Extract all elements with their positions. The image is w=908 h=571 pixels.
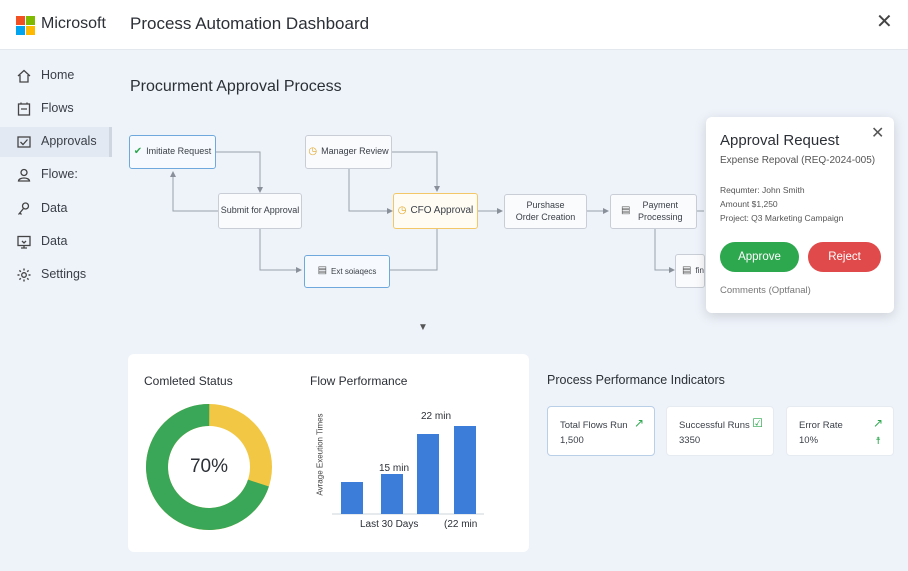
sidebar-item-approvals[interactable]: Approvals <box>0 127 112 157</box>
sidebar-item-label: Settings <box>41 267 87 281</box>
node-purchase-order-creation[interactable]: Purshase Order Creation <box>504 194 587 229</box>
sidebar-item-label: Approvals <box>41 134 97 148</box>
bar-2 <box>381 474 403 514</box>
node-submit-for-approval[interactable]: Submit for Approval <box>218 193 302 229</box>
node-label: Purshase Order Creation <box>515 200 576 222</box>
clock-icon: ◷ <box>397 204 407 216</box>
home-icon <box>17 69 31 83</box>
brand-name: Microsoft <box>41 15 106 32</box>
close-window-button[interactable]: ✕ <box>876 11 893 33</box>
kpi-label: Total Flows Run <box>560 420 628 431</box>
flows-icon <box>17 102 31 116</box>
process-title: Procurment Approval Process <box>130 78 342 95</box>
donut-complete-arc <box>146 404 272 530</box>
user-icon <box>17 168 31 182</box>
node-payment-processing[interactable]: ▤ Payment Processing <box>610 194 697 229</box>
chart-check-icon: ☑ <box>752 416 763 430</box>
x-label-last-30-days: Last 30 Days <box>360 519 419 530</box>
sidebar: Home Flows Approvals Flowe: Data Data Se… <box>0 50 112 571</box>
completed-status-title: Comleted Status <box>144 374 233 388</box>
completed-percent-label: 70% <box>189 456 229 477</box>
requester-text: Requmter: John Smith <box>720 185 805 195</box>
person-icon: ☨ <box>875 436 881 447</box>
sidebar-item-flows[interactable]: Flows <box>0 94 112 124</box>
project-text: Project: Q3 Marketing Campaign <box>720 213 844 223</box>
document-icon: ▤ <box>317 265 328 277</box>
node-label: Manager Review <box>321 146 389 157</box>
monitor-icon <box>17 235 31 249</box>
sidebar-item-settings[interactable]: Settings <box>0 260 112 290</box>
approval-request-popup: Approval Request ✕ Expense Repoval (REQ-… <box>706 117 894 313</box>
approve-button[interactable]: Approve <box>720 242 799 272</box>
bar-1 <box>341 482 363 514</box>
expand-chevron-icon[interactable]: ▼ <box>418 322 428 333</box>
amount-text: Amount $1,250 <box>720 199 778 209</box>
kpi-value: 10% <box>799 435 819 446</box>
sidebar-item-flowe[interactable]: Flowe: <box>0 160 112 190</box>
popup-close-button[interactable]: ✕ <box>871 125 885 142</box>
node-partial[interactable]: ▤ fin <box>675 254 705 288</box>
popup-subtitle: Expense Repoval (REQ-2024-005) <box>720 155 876 166</box>
document-icon: ▤ <box>621 205 631 217</box>
bar-data-label-22: 22 min <box>421 411 452 422</box>
app-title: Process Automation Dashboard <box>130 14 370 33</box>
reject-button[interactable]: Reject <box>808 242 881 272</box>
sidebar-item-label: Home <box>41 68 75 82</box>
clock-icon: ◷ <box>308 145 318 157</box>
ppi-title: Process Performance Indicators <box>547 373 725 387</box>
document-icon: ▤ <box>682 264 692 276</box>
node-ext[interactable]: ▤ Ext soiaqecs <box>304 255 390 288</box>
sidebar-item-label: Data <box>41 201 68 215</box>
x-label-right: (22 min <box>444 519 478 530</box>
popup-title: Approval Request <box>720 132 840 149</box>
stats-card: Comleted Status Flow Performance 70% Avr… <box>128 354 529 552</box>
kpi-label: Error Rate <box>799 420 843 431</box>
kpi-successful-runs[interactable]: Successful Runs 3350 ☑ <box>666 406 774 456</box>
node-initiate-request[interactable]: ✔ Imitiate Request <box>129 135 216 169</box>
node-label: CFO Approval <box>410 204 474 216</box>
kpi-error-rate[interactable]: Error Rate 10% ↗ ☨ <box>786 406 894 456</box>
data-icon <box>18 202 30 215</box>
node-label: Submit for Approval <box>220 205 300 216</box>
node-cfo-approval[interactable]: ◷ CFO Approval <box>393 193 478 229</box>
kpi-value: 1,500 <box>560 435 584 446</box>
bar-chart-ylabel-wrap: Avrage Exeution Times <box>314 398 326 518</box>
title-bar: Microsoft Process Automation Dashboard ✕ <box>0 0 908 50</box>
node-label: Imitiate Request <box>146 146 212 157</box>
microsoft-logo-icon <box>16 16 35 35</box>
kpi-label: Successful Runs <box>679 420 750 431</box>
sidebar-item-label: Flows <box>41 101 74 115</box>
flow-performance-title: Flow Performance <box>310 374 408 388</box>
node-label: Payment Processing <box>637 200 683 222</box>
check-circle-icon: ✔ <box>133 145 143 157</box>
bar-4 <box>454 426 476 514</box>
comments-field[interactable]: Comments (Optfanal) <box>720 285 811 296</box>
completed-donut-chart <box>146 404 272 530</box>
sidebar-item-label: Flowe: <box>41 167 78 181</box>
bar-chart-ylabel: Avrage Exeution Times <box>315 413 325 496</box>
sidebar-item-data-2[interactable]: Data <box>0 227 112 257</box>
node-manager-review[interactable]: ◷ Manager Review <box>305 135 392 169</box>
node-label: Ext soiaqecs <box>331 266 377 276</box>
gear-icon <box>17 268 31 282</box>
sidebar-item-data[interactable]: Data <box>0 194 112 224</box>
bar-data-label-15: 15 min <box>379 463 410 474</box>
node-label: fin <box>695 266 704 275</box>
trend-up-icon: ↗ <box>872 416 883 430</box>
flow-performance-bar-chart <box>332 426 484 515</box>
chart-up-icon: ↗ <box>633 416 644 430</box>
kpi-total-flows-run[interactable]: Total Flows Run 1,500 ↗ <box>547 406 655 456</box>
bar-3 <box>417 434 439 514</box>
approvals-icon <box>17 136 31 148</box>
kpi-value: 3350 <box>679 435 701 446</box>
sidebar-item-home[interactable]: Home <box>0 61 112 91</box>
sidebar-item-label: Data <box>41 234 68 248</box>
